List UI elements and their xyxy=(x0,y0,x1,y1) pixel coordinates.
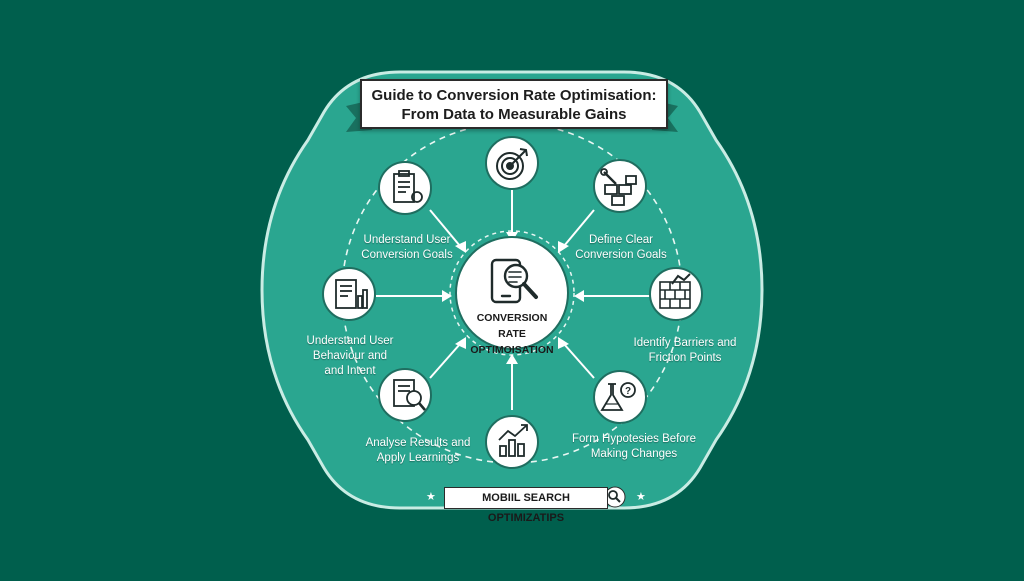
step-label-behaviour: Understand User Behaviour and and Intent xyxy=(298,334,402,379)
step-node-define xyxy=(593,159,647,213)
step-label-line: Analyse Results and xyxy=(365,437,471,449)
step-label-barriers: Identify Barriers and Friction Points xyxy=(622,336,748,366)
svg-text:?: ? xyxy=(625,386,631,397)
step-label-line: Understand User xyxy=(306,335,394,347)
clipboard-checklist-icon xyxy=(393,170,423,203)
title-line-1: Guide to Conversion Rate Optimisation: xyxy=(371,87,657,104)
step-node-barriers xyxy=(649,267,703,321)
step-label-line: Conversion Goals xyxy=(575,249,667,261)
tools-blocks-icon xyxy=(600,168,637,206)
center-label: CONVERSION RATE OPTIMOISATION xyxy=(462,310,562,358)
target-arrow-icon xyxy=(496,148,528,180)
connectors xyxy=(376,190,650,410)
brand-banner: MOBIIL SEARCH OPTIMIZATIPS xyxy=(444,487,608,524)
center-label-line-2: OPTIMOISATION xyxy=(470,344,554,356)
step-label-line: Form Hypotesies Before xyxy=(572,433,696,445)
step-label-line: Making Changes xyxy=(590,448,678,460)
title-banner: Guide to Conversion Rate Optimisation: F… xyxy=(360,79,668,129)
step-label-hypotheses: Form Hypotesies Before Making Changes xyxy=(568,432,700,462)
step-label-line: Define Clear xyxy=(589,234,653,246)
step-label-line: Understand User xyxy=(363,234,451,246)
step-label-line: Conversion Goals xyxy=(361,249,453,261)
step-node-growth xyxy=(485,415,539,469)
document-magnifier-icon xyxy=(393,379,426,411)
search-icon xyxy=(604,486,626,508)
star-icon: ★ xyxy=(636,491,646,503)
step-label-define: Define Clear Conversion Goals xyxy=(566,233,676,263)
center-label-line-1: CONVERSION RATE xyxy=(476,312,548,340)
step-node-target xyxy=(485,136,539,190)
step-label-analyse: Analyse Results and Apply Learnings xyxy=(356,436,480,466)
step-label-line: Apply Learnings xyxy=(376,452,460,464)
step-label-goals: Understand User Conversion Goals xyxy=(352,233,462,263)
step-label-line: Identify Barriers and xyxy=(633,337,737,349)
step-label-line: Friction Points xyxy=(648,352,722,364)
flask-question-icon xyxy=(600,382,636,411)
center-node xyxy=(455,236,569,350)
step-node-analyse xyxy=(378,368,432,422)
magnifier-on-phone-icon xyxy=(490,258,538,304)
step-node-goals xyxy=(378,161,432,215)
title-line-2: From Data to Measurable Gains xyxy=(401,106,627,123)
step-label-line: Behaviour and xyxy=(312,350,388,362)
brick-wall-icon xyxy=(659,273,691,309)
step-label-line: and Intent xyxy=(324,365,376,377)
step-node-behaviour xyxy=(322,267,376,321)
bar-chart-arrow-icon xyxy=(498,424,528,457)
star-icon: ★ xyxy=(426,491,436,503)
report-chart-icon xyxy=(335,279,368,309)
step-node-hypotheses: ? xyxy=(593,370,647,424)
